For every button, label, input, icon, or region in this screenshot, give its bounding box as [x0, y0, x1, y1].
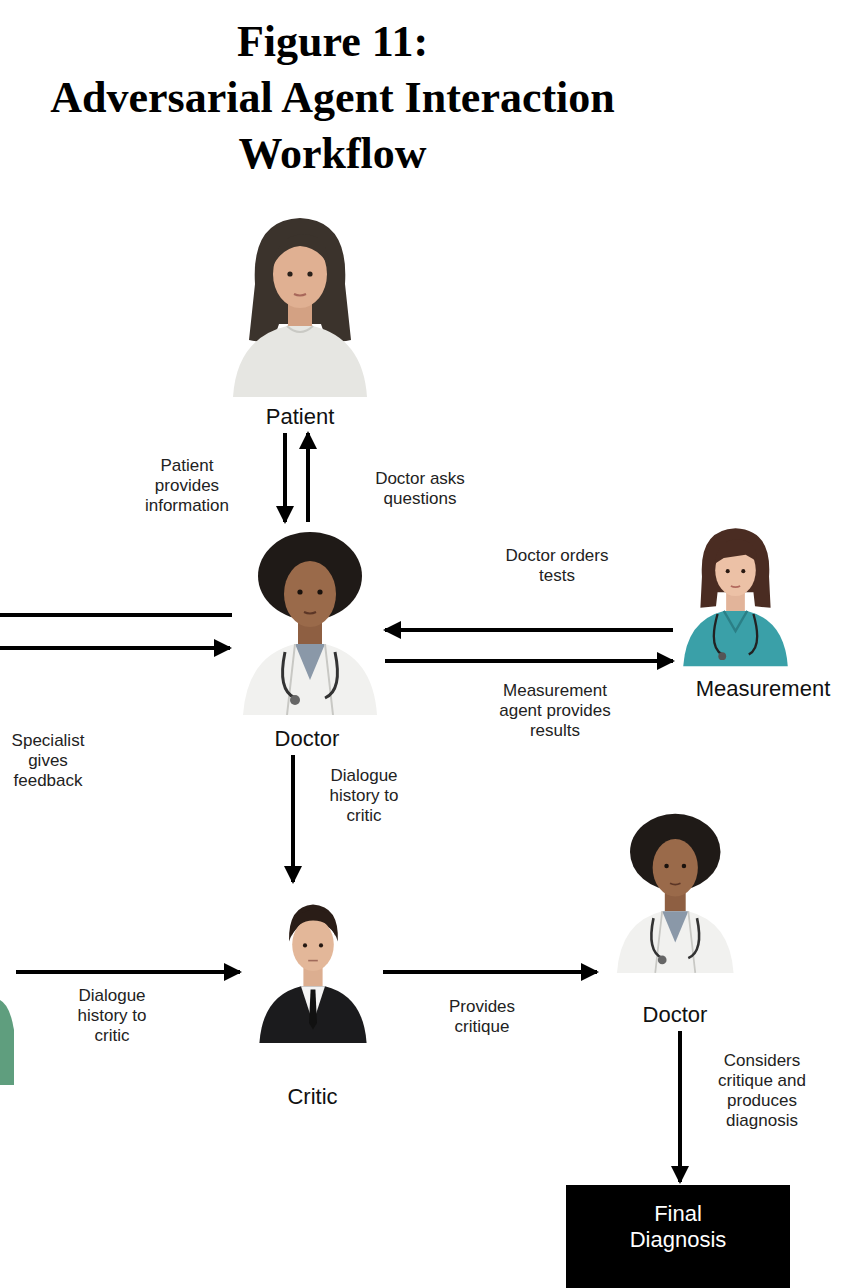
edge-label: Patient provides information [138, 455, 237, 517]
node-label: Measurement [694, 676, 833, 702]
node-label: Final Diagnosis [621, 1201, 735, 1253]
flow-arrow [385, 659, 673, 663]
edge-label: Doctor orders tests [503, 545, 611, 587]
edge-label: Dialogue history to critic [318, 765, 410, 827]
doctor-portrait [243, 532, 377, 715]
agent-node: Critic [245, 885, 380, 1110]
edge-label: Provides critique [438, 996, 526, 1038]
edge-label: Measurement agent provides results [494, 680, 616, 742]
agent-node: Doctor [232, 525, 382, 752]
doctor-portrait [617, 814, 734, 973]
node-label: Doctor [273, 726, 342, 752]
agent-node: Patient [215, 208, 385, 430]
cropped-label: Specialist gives feedback [4, 730, 92, 792]
agent-node: Measurement [676, 520, 850, 702]
node-label: Doctor [641, 1002, 710, 1028]
critic-portrait [259, 905, 366, 1043]
cropped-figure [0, 1000, 14, 1085]
flow-arrow [383, 970, 597, 974]
cropped-label: Dialogue history to critic [64, 985, 160, 1047]
agent-node: Doctor [600, 805, 750, 1028]
result-box: Final Diagnosis [566, 1185, 790, 1288]
cropped-wire [16, 970, 240, 974]
node-label: Patient [264, 404, 337, 430]
cropped-wire [0, 646, 230, 650]
figure-title: Figure 11: Adversarial Agent Interaction… [0, 14, 665, 182]
node-label: Critic [285, 1084, 339, 1110]
flow-arrow [678, 1031, 682, 1182]
flow-arrow [291, 755, 295, 882]
flow-arrow [283, 433, 287, 522]
flow-arrow [385, 628, 673, 632]
edge-label: Considers critique and produces diagnosi… [716, 1050, 808, 1132]
edge-label: Doctor asks questions [368, 468, 472, 510]
flow-arrow [306, 433, 310, 522]
nurse-portrait [683, 528, 788, 666]
cropped-wire [0, 613, 232, 617]
patient-portrait [233, 218, 367, 397]
